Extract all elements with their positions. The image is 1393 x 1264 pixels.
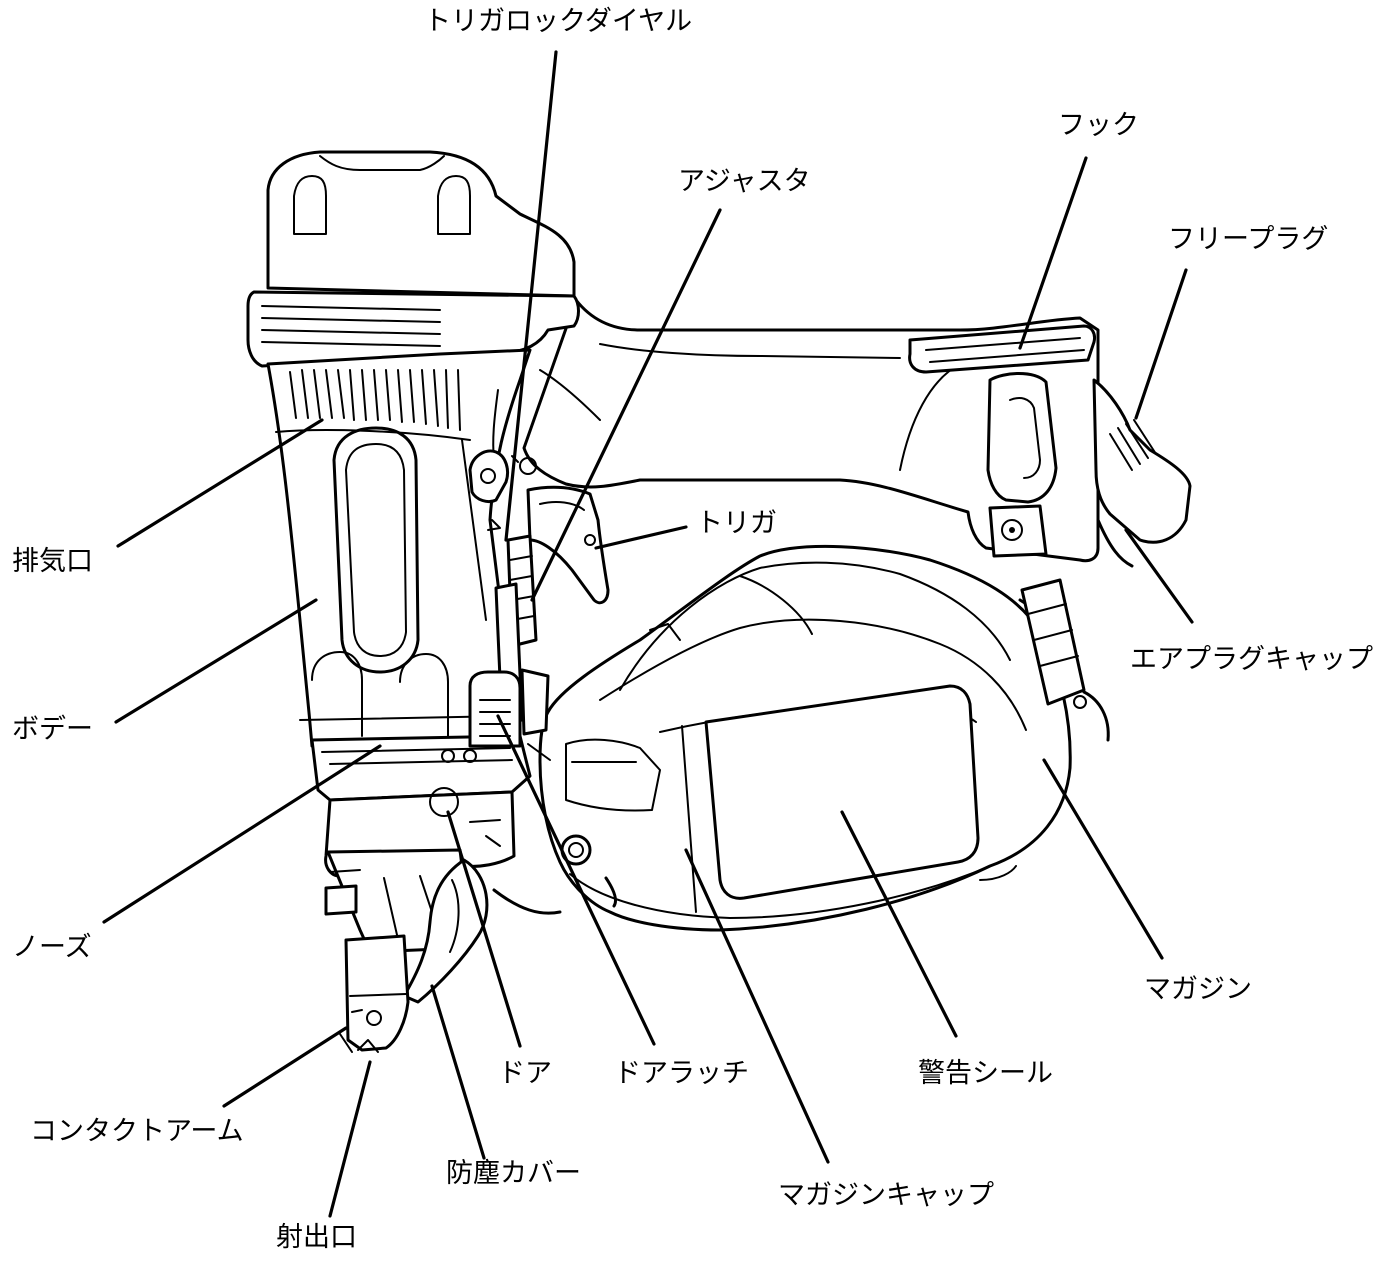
label-warning-seal: 警告シール bbox=[918, 1058, 1053, 1089]
label-trigger-lock-dial: トリガロックダイヤル bbox=[424, 6, 693, 37]
trigger-lock-dial bbox=[468, 449, 537, 531]
warning-seal-panel bbox=[704, 684, 980, 900]
label-door: ドア bbox=[498, 1058, 552, 1089]
label-nose: ノーズ bbox=[12, 932, 92, 963]
label-magazine: マガジン bbox=[1144, 974, 1252, 1005]
label-air-plug-cap: エアプラグキャップ bbox=[1130, 644, 1373, 675]
trigger bbox=[526, 485, 610, 605]
label-trigger: トリガ bbox=[696, 508, 777, 539]
body bbox=[246, 150, 580, 748]
label-exhaust: 排気口 bbox=[12, 546, 93, 577]
label-contact-arm: コンタクトアーム bbox=[30, 1116, 244, 1147]
exhaust-vents bbox=[289, 369, 461, 431]
contact-arm bbox=[339, 934, 410, 1053]
label-hook: フック bbox=[1058, 110, 1139, 141]
label-free-plug: フリープラグ bbox=[1168, 224, 1329, 255]
hook bbox=[908, 324, 1096, 558]
free-plug bbox=[1092, 378, 1192, 568]
warning-seal-inner bbox=[681, 725, 697, 913]
label-dust-cover: 防塵カバー bbox=[446, 1158, 581, 1189]
dust-cover bbox=[402, 858, 562, 1004]
label-body: ボデー bbox=[12, 714, 93, 745]
label-magazine-cap: マガジンキャップ bbox=[778, 1180, 994, 1211]
label-muzzle: 射出口 bbox=[276, 1222, 357, 1253]
label-adjuster: アジャスタ bbox=[678, 166, 811, 197]
door-latch bbox=[468, 668, 551, 761]
air-plug-fitting bbox=[1020, 578, 1110, 742]
leader-lines bbox=[102, 50, 1194, 1218]
label-door-latch: ドアラッチ bbox=[614, 1058, 749, 1089]
